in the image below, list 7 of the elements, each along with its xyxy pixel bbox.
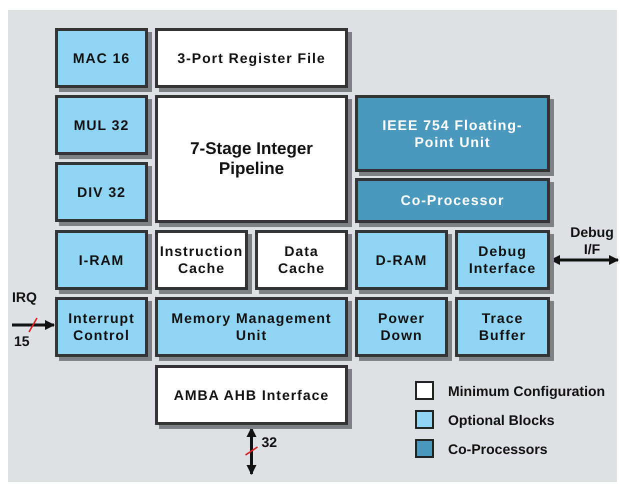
edge-label: Debug I/F [569,224,615,258]
legend-label: Optional Blocks [448,412,555,428]
edge-label: IRQ [12,289,37,306]
bus-width-label: 15 [14,333,30,350]
bus-width-label: 32 [262,434,278,451]
legend-label: Minimum Configuration [448,382,606,398]
legend-label: Co-Processors [448,440,548,456]
